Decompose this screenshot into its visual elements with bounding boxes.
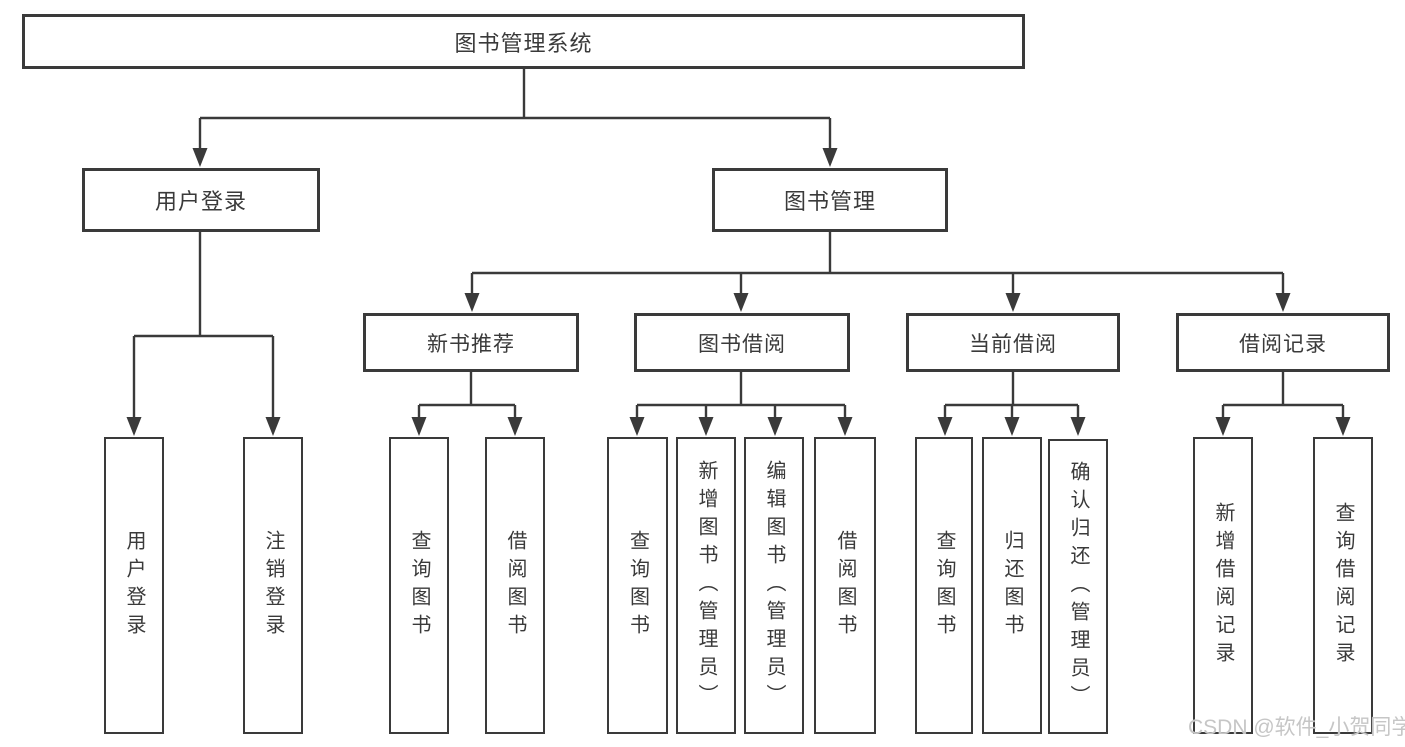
leaf-query-borrow-record: 查询借阅记录 — [1313, 437, 1373, 734]
node-label: 查询借阅记录 — [1332, 501, 1354, 670]
node-label: 新增借阅记录 — [1212, 501, 1234, 670]
node-label: 图书借阅 — [698, 332, 786, 356]
leaf-borrow-books-recommend: 借阅图书 — [485, 437, 545, 734]
connector-stems — [132, 69, 1345, 419]
csdn-watermark: CSDN @软件_小贺同学 — [1188, 716, 1405, 739]
node-label: 图书管理系统 — [454, 30, 593, 56]
leaf-return-books: 归还图书 — [982, 437, 1042, 734]
node-label: 用户登录 — [154, 189, 247, 214]
node-label: 新书推荐 — [427, 332, 515, 356]
node-borrow-records: 借阅记录 — [1176, 313, 1390, 372]
leaf-query-books-current: 查询图书 — [915, 437, 973, 734]
node-label: 用户登录 — [123, 529, 145, 642]
node-label: 借阅记录 — [1239, 332, 1327, 356]
node-new-book-recommend: 新书推荐 — [363, 313, 579, 372]
node-library-system: 图书管理系统 — [22, 14, 1025, 69]
leaf-edit-book-admin: 编辑图书（管理员） — [744, 437, 804, 734]
node-book-borrow: 图书借阅 — [634, 313, 850, 372]
leaf-borrow-books: 借阅图书 — [814, 437, 876, 734]
leaf-user-login: 用户登录 — [104, 437, 164, 734]
node-label: 借阅图书 — [834, 529, 856, 642]
node-label: 编辑图书（管理员） — [763, 459, 785, 712]
node-book-management: 图书管理 — [712, 168, 948, 232]
node-label: 注销登录 — [262, 529, 284, 642]
node-label: 查询图书 — [933, 529, 955, 642]
node-label: 查询图书 — [626, 529, 649, 642]
leaf-confirm-return-admin: 确认归还（管理员） — [1048, 439, 1108, 734]
node-label: 新增图书（管理员） — [695, 459, 717, 712]
leaf-query-books-borrow: 查询图书 — [607, 437, 668, 734]
arrowheads — [126, 148, 1351, 436]
leaf-query-books-recommend: 查询图书 — [389, 437, 449, 734]
leaf-logout: 注销登录 — [243, 437, 303, 734]
node-label: 确认归还（管理员） — [1067, 460, 1089, 713]
node-label: 借阅图书 — [504, 529, 526, 642]
node-label: 当前借阅 — [969, 332, 1057, 356]
node-current-borrow: 当前借阅 — [906, 313, 1120, 372]
leaf-add-borrow-record: 新增借阅记录 — [1193, 437, 1253, 734]
node-label: 查询图书 — [408, 529, 430, 642]
node-user-login-branch: 用户登录 — [82, 168, 320, 232]
leaf-add-book-admin: 新增图书（管理员） — [676, 437, 736, 734]
node-label: 归还图书 — [1001, 529, 1023, 642]
node-label: 图书管理 — [783, 189, 876, 214]
